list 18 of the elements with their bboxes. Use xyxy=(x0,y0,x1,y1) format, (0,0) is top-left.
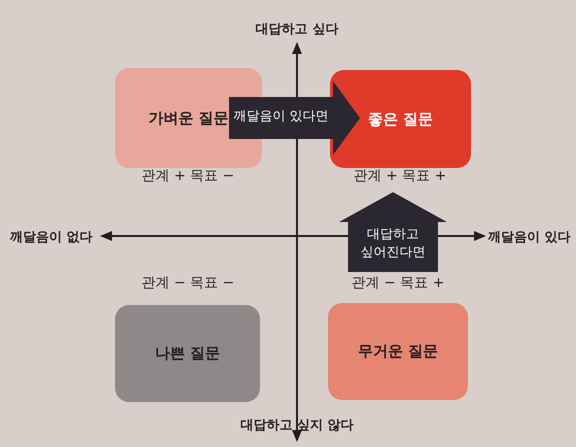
block-arrow xyxy=(339,192,447,272)
quadrant-caption: 관계 − 목표 + xyxy=(352,274,444,292)
card-title: 좋은 질문 xyxy=(368,110,434,128)
edge-label: 대답하고 싶어진다면 xyxy=(360,226,426,261)
question-card xyxy=(115,305,260,402)
axis-label: 대답하고 싶다 xyxy=(256,21,338,38)
quadrant-caption: 관계 + 목표 + xyxy=(354,167,446,185)
card-title: 나쁜 질문 xyxy=(154,344,220,363)
axis-label: 대답하고 싶지 않다 xyxy=(240,417,354,434)
quadrant-caption: 관계 + 목표 − xyxy=(142,167,234,185)
question-card xyxy=(330,70,471,168)
card-title: 가벼운 질문 xyxy=(148,108,229,128)
edge-label: 깨달음이 있다면 xyxy=(232,108,330,125)
question-card xyxy=(328,303,468,400)
axis-label: 깨달음이 없다 xyxy=(10,229,93,246)
axis-label: 깨달음이 있다 xyxy=(488,229,571,246)
quadrant-caption: 관계 − 목표 − xyxy=(142,274,234,292)
card-title: 무거운 질문 xyxy=(358,342,438,361)
